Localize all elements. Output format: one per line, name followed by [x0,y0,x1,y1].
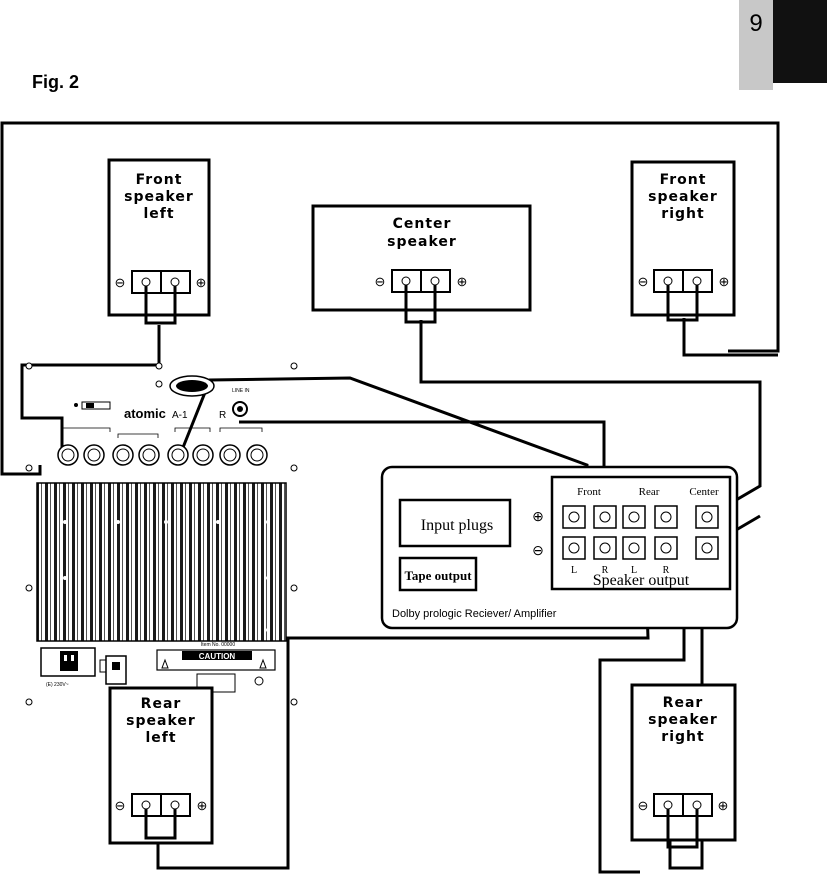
channel-front-l: L [571,565,577,576]
channel-front-r: R [602,565,609,576]
wire-front-right-to-center-out [682,318,778,357]
receiver-amplifier: Input plugs Tape output ⊕ ⊖ Front Rear C… [380,465,739,630]
serial-label: Item No. 00000 [201,642,235,648]
center-speaker: Center speaker ⊖ ⊕ [311,204,532,324]
plus-icon: ⊕ [718,798,729,813]
rear-left-line1: Rear [141,696,182,712]
input-plugs-label: Input plugs [421,517,493,534]
model-suffix: R [219,410,226,421]
tape-output-label: Tape output [404,568,472,583]
speaker-output-panel [550,475,732,591]
plus-icon: ⊕ [532,508,544,524]
group-front: Front [577,486,601,498]
front-right-line3: right [661,206,704,222]
caution-text: CAUTION [199,652,236,661]
minus-icon: ⊖ [115,275,126,290]
line-in-label: LINE IN [232,388,250,394]
page-number: 9 [749,10,763,37]
minus-icon: ⊖ [638,274,649,289]
input-plugs-box [398,498,512,548]
plus-icon: ⊕ [457,274,468,289]
minus-icon: ⊖ [532,542,544,558]
heatsink [36,482,287,642]
front-left-line1: Front [136,172,183,188]
chapter-marker [773,0,827,83]
rear-right-line2: speaker [648,712,718,728]
minus-icon: ⊖ [115,798,126,813]
plus-icon: ⊕ [197,798,208,813]
front-right-line2: speaker [648,189,718,205]
wire-front-left [20,325,161,455]
channel-rear-l: L [631,565,637,576]
group-rear: Rear [639,486,660,498]
rear-left-line2: speaker [126,713,196,729]
rear-speaker-right: Rear speaker right ⊖ ⊕ [630,683,737,849]
page-number-tab: 9 [739,0,773,90]
subwoofer-terminals [57,444,268,466]
plus-icon: ⊕ [719,274,730,289]
front-speaker-right: Front speaker right ⊖ ⊕ [630,160,736,322]
svg-text:(E) 230V~: (E) 230V~ [46,682,69,688]
rear-speaker-left: Rear speaker left ⊖ ⊕ [108,686,214,845]
front-speaker-left: Front speaker left ⊖ ⊕ [107,158,211,325]
front-left-line2: speaker [124,189,194,205]
center-line1: Center [393,216,452,232]
receiver-caption: Dolby prologic Reciever/ Amplifier [392,608,557,620]
front-right-line1: Front [660,172,707,188]
group-center: Center [689,486,719,498]
subwoofer-panel: atomic A-1 R LINE IN [25,362,298,706]
rear-right-line3: right [661,729,704,745]
center-line2: speaker [387,234,457,250]
rear-left-line3: left [145,730,176,746]
front-left-line3: left [143,206,174,222]
wire-center-speaker [419,320,762,519]
figure-label: Fig. 2 [32,72,80,92]
model-name: A-1 [172,410,188,421]
channel-rear-r: R [663,565,670,576]
speaker-output-label: Speaker output [593,572,690,589]
rear-right-line1: Rear [663,695,704,711]
brand-name: atomic [124,406,166,421]
plus-icon: ⊕ [196,275,207,290]
minus-icon: ⊖ [375,274,386,289]
minus-icon: ⊖ [638,798,649,813]
tape-output-box [398,556,478,592]
wire-outer-loop [0,121,780,476]
